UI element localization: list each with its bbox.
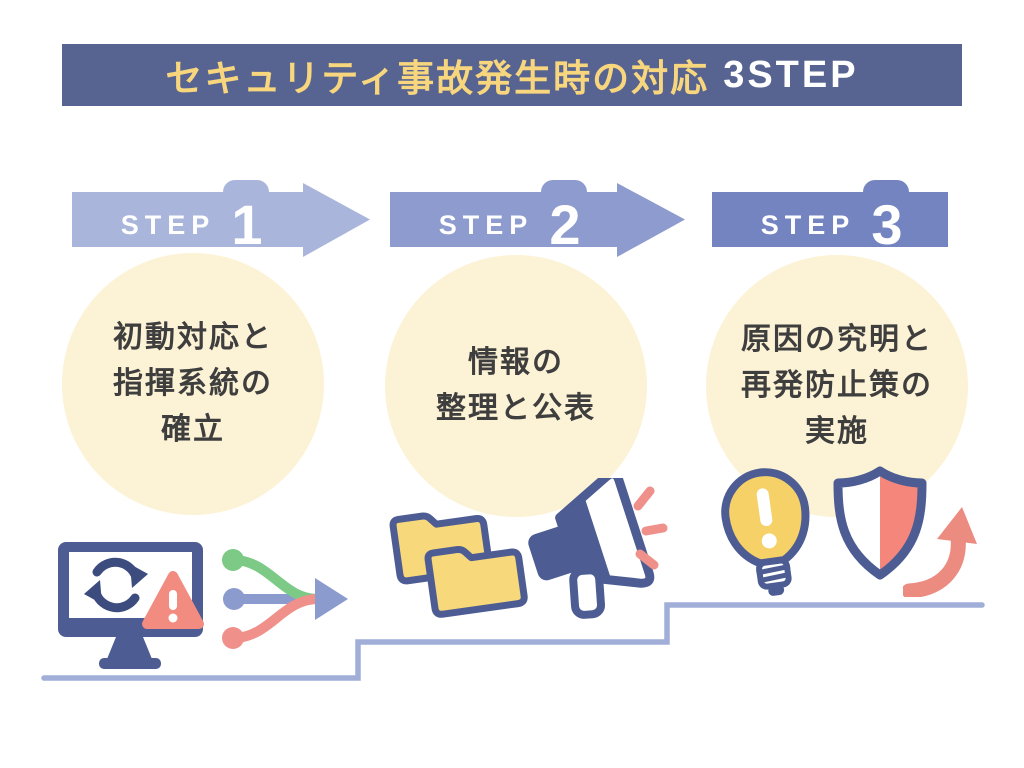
step2-label: STEP (439, 210, 534, 240)
step1-text-line3: 確立 (161, 413, 225, 446)
step3-text-line2: 再発防止策の (741, 369, 933, 402)
step1-text-line1: 初動対応と (113, 321, 273, 354)
merge-arrow-icon (222, 549, 348, 649)
step1-arrow-banner: STEP 1 (72, 180, 370, 257)
title-banner: セキュリティ事故発生時の対応 3STEP (62, 44, 962, 106)
megaphone-icon (528, 478, 668, 619)
monitor-sync-alert-icon (58, 542, 204, 669)
folders-icon (389, 512, 528, 618)
staircase-line (41, 602, 985, 681)
step2-circle: 情報の 整理と公表 (385, 255, 647, 517)
step3-label: STEP (761, 210, 856, 240)
step3-banner: STEP 3 (712, 180, 948, 256)
shield-icon (833, 466, 927, 580)
step3-text-line1: 原因の究明と (741, 323, 933, 356)
step1-circle: 初動対応と 指揮系統の 確立 (62, 253, 324, 515)
step1-text-line2: 指揮系統の (113, 367, 273, 400)
title-text: セキュリティ事故発生時の対応 (165, 58, 710, 99)
growth-arrow-icon (903, 507, 977, 597)
title-step-count: 3STEP (723, 53, 859, 96)
step2-arrow-banner: STEP 2 (390, 180, 685, 257)
step2-text-line2: 整理と公表 (436, 392, 596, 425)
step1-label: STEP (121, 210, 216, 240)
step3-number: 3 (871, 193, 902, 256)
step2-text-line1: 情報の (468, 346, 564, 379)
lightbulb-alert-icon (721, 468, 810, 596)
step1-number: 1 (231, 193, 262, 256)
step3-text-line3: 実施 (805, 415, 869, 448)
step2-number: 2 (549, 193, 580, 256)
